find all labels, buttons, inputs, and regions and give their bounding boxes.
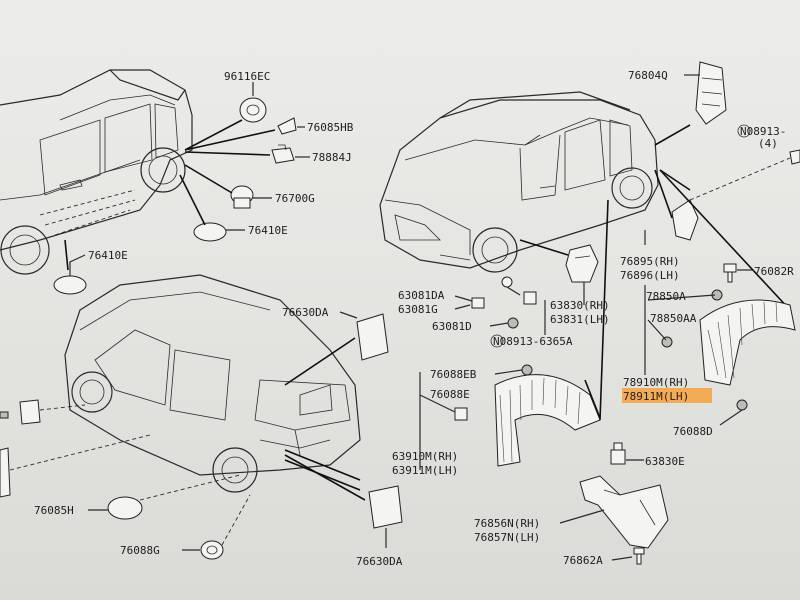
arrow-76630DA-b [284, 454, 366, 501]
dash-76088G [221, 494, 251, 546]
part-N08913-6365A-marker [490, 334, 504, 348]
label-76088G: 76088G [120, 544, 160, 557]
part-78884J-shape [271, 144, 295, 164]
label-08913-6365A: N08913-6365A [493, 335, 573, 348]
arrow-76630DA-a [284, 337, 356, 386]
part-63081-clips-shape [471, 276, 537, 329]
leader-78850AA [647, 319, 667, 341]
arrow-76895 [654, 169, 673, 219]
label-76896: 76896(LH) [620, 269, 680, 282]
car-rear-three-quarter-view [64, 274, 361, 493]
part-76082R-shape [723, 263, 737, 283]
part-76088G-shape [200, 540, 224, 560]
label-76085H: 76085H [34, 504, 74, 517]
label-63081D: 63081D [432, 320, 472, 333]
part-76700G-shape [230, 185, 254, 209]
arrow-rear-d [284, 449, 361, 481]
label-78884J: 78884J [312, 151, 352, 164]
label-63830E: 63830E [645, 455, 685, 468]
label-76082R: 76082R [754, 265, 794, 278]
label-63081G: 63081G [398, 303, 438, 316]
label-76085HB: 76085HB [307, 121, 354, 134]
leader-76088E [419, 394, 456, 413]
part-76862A-shape [633, 547, 645, 565]
label-76857N: 76857N(LH) [474, 531, 540, 544]
dash-left-cover [39, 404, 86, 411]
label-76410E-a: 76410E [248, 224, 288, 237]
car-front-three-quarter-view [379, 91, 659, 273]
label-76088E: 76088E [430, 388, 470, 401]
highlight-78911M [622, 388, 712, 403]
part-76088EB-clip [521, 364, 533, 376]
label-63831: 63831(LH) [550, 313, 610, 326]
label-76856N: 76856N(RH) [474, 517, 540, 530]
dash-08913 [689, 157, 791, 201]
label-76804Q: 76804Q [628, 69, 668, 82]
part-76856N-mudflap-shape [579, 475, 669, 549]
arrow-front-liner [599, 199, 609, 421]
label-78910M: 78910M(RH) [623, 376, 689, 389]
car-left-side-view [0, 69, 193, 275]
arrow-liner [659, 169, 791, 311]
leaders-center [454, 239, 585, 335]
dash-left-lower [9, 434, 151, 471]
part-76410E-shape-a [193, 222, 227, 242]
leaders-top-left [64, 82, 310, 276]
part-63830E-shape [610, 442, 626, 465]
part-76088E-clip [454, 407, 468, 421]
arrow-63910M [584, 379, 601, 419]
label-76088EB: 76088EB [430, 368, 477, 381]
part-76088D-shape [736, 399, 748, 411]
part-76804Q-shape [695, 61, 727, 125]
label-78911M: 78911M(LH) [623, 390, 689, 403]
dash-76085H [139, 474, 241, 501]
label-76700G: 76700G [275, 192, 315, 205]
label-08913-qty: (4) [758, 137, 778, 150]
label-63911M: 63911M(LH) [392, 464, 458, 477]
part-left-cover-shape [0, 399, 41, 498]
leader-76088D [719, 409, 743, 426]
part-76085HB-shape [277, 117, 297, 135]
leader-78850A [647, 294, 716, 301]
label-76088D: 76088D [673, 425, 713, 438]
part-63910M-moulding-shape [494, 374, 601, 467]
label-78850AA: 78850AA [650, 312, 697, 325]
part-63830-shape [565, 244, 599, 283]
part-76895-shape [671, 199, 699, 241]
leader-76630DA-a [339, 311, 358, 319]
part-96116EC-shape [239, 97, 267, 123]
label-96116EC: 96116EC [224, 70, 270, 83]
part-76630DA-shape-b [368, 485, 403, 529]
leader-76862A [611, 556, 633, 561]
part-78910M-liner-shape [699, 299, 796, 386]
label-63081DA: 63081DA [398, 289, 445, 302]
part-N08913-marker [737, 124, 751, 138]
arrow-rear-c [284, 459, 361, 491]
leader-76856N [559, 509, 605, 524]
part-76085H-shape [107, 496, 143, 520]
part-08913-bolt [789, 149, 800, 165]
leader-76088EB [494, 369, 523, 375]
arrow-76804Q [654, 124, 691, 146]
label-78850A: 78850A [646, 290, 686, 303]
part-76410E-shape-b [53, 275, 87, 295]
label-76630DA-b: 76630DA [356, 555, 403, 568]
label-76895: 76895(RH) [620, 255, 680, 268]
label-63830: 63830(RH) [550, 299, 610, 312]
label-76630DA-a: 76630DA [282, 306, 329, 319]
arrow-front-76895 [659, 169, 691, 191]
label-63910M: 63910M(RH) [392, 450, 458, 463]
label-76862A: 76862A [563, 554, 603, 567]
label-08913-top: N08913- [740, 125, 786, 138]
part-78850A-clips [661, 289, 723, 348]
label-76410E-b: 76410E [88, 249, 128, 262]
part-76630DA-shape-a [356, 313, 389, 361]
